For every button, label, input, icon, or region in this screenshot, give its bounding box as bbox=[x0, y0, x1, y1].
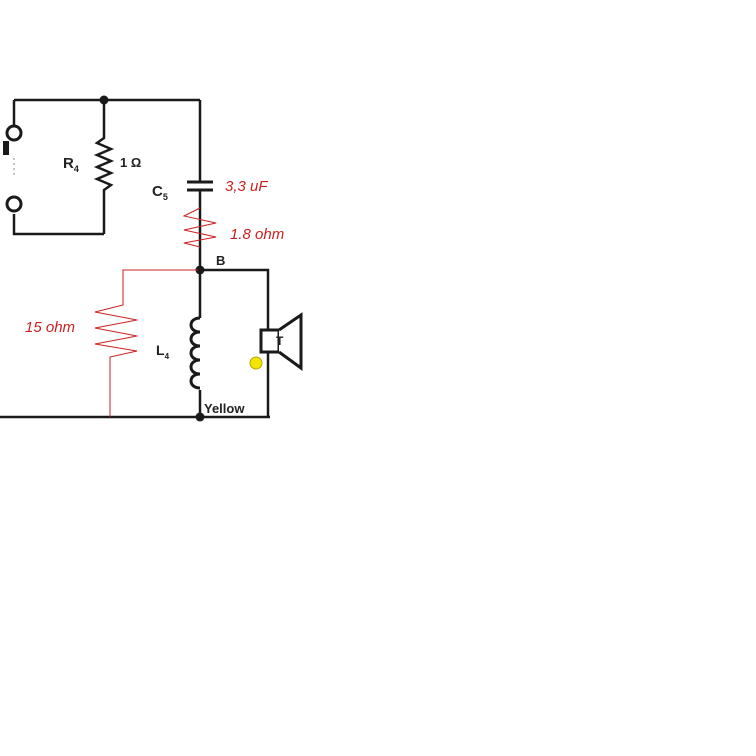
inductor-gap bbox=[194, 318, 206, 390]
r4-value: 1 Ω bbox=[120, 155, 141, 170]
r4-symbol: R4 bbox=[63, 155, 79, 174]
inductor-symbol: L4 bbox=[156, 342, 170, 361]
series-resistor-value: 1.8 ohm bbox=[230, 226, 284, 243]
tweeter-polarity-marker bbox=[249, 356, 263, 370]
input-terminal-top bbox=[5, 124, 23, 142]
node-b-label: B bbox=[216, 253, 225, 268]
capacitor-symbol: C5 bbox=[152, 183, 168, 202]
shunt-resistor-15-ohm bbox=[94, 269, 198, 417]
shunt-resistor-value: 15 ohm bbox=[25, 319, 75, 336]
junction-bottom bbox=[195, 412, 205, 422]
tweeter-wire-top bbox=[200, 268, 270, 330]
input-polarity-mark bbox=[3, 141, 9, 155]
junction-top-left bbox=[99, 95, 109, 105]
input-wire-bottom bbox=[12, 214, 104, 236]
tweeter-cone bbox=[278, 312, 303, 371]
tweeter-label: T bbox=[276, 334, 284, 348]
capacitor-value: 3,3 uF bbox=[225, 178, 268, 195]
inductor-l4 bbox=[189, 316, 201, 390]
series-resistor-1-8-ohm bbox=[182, 207, 217, 248]
resistor-r4 bbox=[93, 100, 115, 234]
input-terminal-bottom bbox=[5, 195, 23, 213]
junction-node-b bbox=[195, 265, 205, 275]
yellow-wire-label: Yellow bbox=[204, 401, 245, 416]
